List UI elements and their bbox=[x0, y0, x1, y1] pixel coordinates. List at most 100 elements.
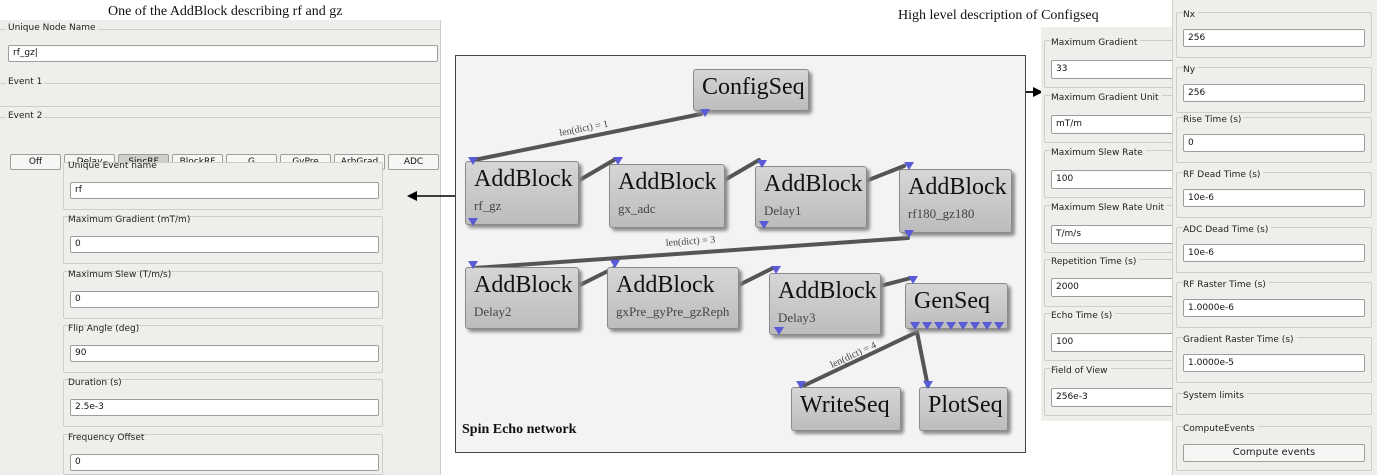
port-icon bbox=[934, 322, 944, 330]
port-icon bbox=[468, 157, 478, 165]
gradient-raster-time-label: Gradient Raster Time (s) bbox=[1183, 335, 1297, 345]
node-addblock-gx-adc[interactable]: AddBlock gx_adc bbox=[609, 164, 725, 228]
node-subtitle: rf_gz bbox=[474, 198, 502, 213]
max-gradient-config-label: Maximum Gradient bbox=[1051, 38, 1141, 48]
echo-time-label: Echo Time (s) bbox=[1051, 311, 1116, 321]
max-slew-group: Maximum Slew (T/m/s) 0 bbox=[63, 270, 383, 319]
system-limits-group: System limits bbox=[1176, 391, 1372, 415]
duration-group: Duration (s) 2.5e-3 bbox=[63, 378, 383, 427]
max-slew-rate-unit-group: Maximum Slew Rate Unit T/m/s bbox=[1044, 203, 1181, 253]
node-addblock-delay1[interactable]: AddBlock Delay1 bbox=[755, 166, 867, 228]
compute-events-button[interactable]: Compute events bbox=[1183, 444, 1365, 462]
field-of-view-input[interactable]: 256e-3 bbox=[1051, 388, 1181, 407]
node-subtitle: gx_adc bbox=[618, 201, 656, 216]
port-icon bbox=[771, 266, 781, 274]
rf-raster-time-input[interactable]: 1.0000e-6 bbox=[1183, 299, 1365, 317]
rise-time-label: Rise Time (s) bbox=[1183, 115, 1245, 125]
unique-event-name-input[interactable]: rf bbox=[70, 182, 379, 199]
node-subtitle: gxPre_gyPre_gzReph bbox=[616, 304, 730, 319]
event1-label: Event 1 bbox=[6, 77, 45, 87]
right-caption: High level description of Configseq bbox=[898, 8, 1099, 23]
port-icon bbox=[958, 322, 968, 330]
max-gradient-label: Maximum Gradient (mT/m) bbox=[68, 215, 191, 225]
max-slew-label: Maximum Slew (T/m/s) bbox=[68, 270, 172, 280]
node-title: AddBlock bbox=[616, 272, 715, 298]
port-icon bbox=[994, 322, 1004, 330]
port-icon bbox=[910, 322, 920, 330]
node-plotseq[interactable]: PlotSeq bbox=[919, 387, 1008, 431]
max-slew-rate-group: Maximum Slew Rate 100 bbox=[1044, 148, 1181, 198]
node-title: AddBlock bbox=[778, 278, 877, 304]
repetition-time-input[interactable]: 2000 bbox=[1051, 278, 1181, 297]
rf-raster-time-group: RF Raster Time (s) 1.0000e-6 bbox=[1176, 280, 1372, 328]
compute-events-label: ComputeEvents bbox=[1183, 424, 1258, 434]
node-configseq[interactable]: ConfigSeq bbox=[693, 69, 809, 111]
max-slew-rate-unit-input[interactable]: T/m/s bbox=[1051, 225, 1181, 244]
port-icon bbox=[757, 160, 767, 168]
nx-group: Nx 256 bbox=[1176, 10, 1372, 58]
port-icon bbox=[796, 381, 806, 389]
max-slew-rate-input[interactable]: 100 bbox=[1051, 170, 1181, 189]
echo-time-group: Echo Time (s) 100 bbox=[1044, 311, 1181, 361]
flip-angle-input[interactable]: 90 bbox=[70, 345, 379, 362]
node-writeseq[interactable]: WriteSeq bbox=[791, 387, 901, 431]
system-limits-label: System limits bbox=[1183, 391, 1247, 401]
port-icon bbox=[468, 261, 478, 269]
port-icon bbox=[774, 327, 784, 335]
node-title: AddBlock bbox=[618, 169, 717, 195]
port-icon bbox=[922, 322, 932, 330]
event-button-adc[interactable]: ADC bbox=[388, 154, 439, 170]
node-title: PlotSeq bbox=[928, 392, 1003, 418]
rf-dead-time-input[interactable]: 10e-6 bbox=[1183, 189, 1365, 207]
gradient-raster-time-input[interactable]: 1.0000e-5 bbox=[1183, 354, 1365, 372]
event-button-off[interactable]: Off bbox=[10, 154, 61, 170]
ny-input[interactable]: 256 bbox=[1183, 84, 1365, 102]
duration-label: Duration (s) bbox=[68, 378, 122, 388]
node-title: GenSeq bbox=[914, 288, 990, 314]
unique-node-name-input[interactable]: rf_gz| bbox=[8, 45, 438, 62]
node-title: AddBlock bbox=[474, 166, 573, 192]
max-slew-rate-label: Maximum Slew Rate bbox=[1051, 148, 1146, 158]
node-subtitle: Delay3 bbox=[778, 310, 816, 325]
duration-input[interactable]: 2.5e-3 bbox=[70, 399, 379, 416]
port-icon bbox=[970, 322, 980, 330]
node-addblock-rf-gz[interactable]: AddBlock rf_gz bbox=[465, 161, 579, 225]
rise-time-input[interactable]: 0 bbox=[1183, 134, 1365, 152]
port-icon bbox=[759, 221, 769, 229]
nx-input[interactable]: 256 bbox=[1183, 29, 1365, 47]
ny-label: Ny bbox=[1183, 65, 1199, 75]
nx-label: Nx bbox=[1183, 10, 1199, 20]
flip-angle-label: Flip Angle (deg) bbox=[68, 324, 140, 334]
max-slew-rate-unit-label: Maximum Slew Rate Unit bbox=[1051, 203, 1167, 213]
ny-group: Ny 256 bbox=[1176, 65, 1372, 113]
field-of-view-group: Field of View 256e-3 bbox=[1044, 366, 1181, 416]
frequency-offset-input[interactable]: 0 bbox=[70, 454, 379, 471]
node-title: AddBlock bbox=[474, 272, 573, 298]
port-icon bbox=[982, 322, 992, 330]
port-icon bbox=[946, 322, 956, 330]
adc-dead-time-input[interactable]: 10e-6 bbox=[1183, 244, 1365, 262]
max-gradient-unit-label: Maximum Gradient Unit bbox=[1051, 93, 1162, 103]
node-addblock-delay2[interactable]: AddBlock Delay2 bbox=[465, 267, 579, 329]
max-gradient-unit-group: Maximum Gradient Unit mT/m bbox=[1044, 93, 1181, 143]
max-slew-input[interactable]: 0 bbox=[70, 291, 379, 308]
node-genseq[interactable]: GenSeq bbox=[905, 283, 1008, 329]
frequency-offset-label: Frequency Offset bbox=[68, 433, 145, 443]
node-addblock-gxpre-gypre-gzreph[interactable]: AddBlock gxPre_gyPre_gzReph bbox=[607, 267, 739, 329]
network-label: Spin Echo network bbox=[462, 422, 577, 437]
max-gradient-config-input[interactable]: 33 bbox=[1051, 60, 1181, 79]
node-addblock-rf180-gz180[interactable]: AddBlock rf180_gz180 bbox=[899, 169, 1012, 233]
unique-event-name-label: Unique Event name bbox=[68, 161, 157, 171]
max-gradient-group: Maximum Gradient (mT/m) 0 bbox=[63, 215, 383, 264]
adc-dead-time-label: ADC Dead Time (s) bbox=[1183, 225, 1272, 235]
port-icon bbox=[904, 162, 914, 170]
node-addblock-delay3[interactable]: AddBlock Delay3 bbox=[769, 273, 881, 335]
event2-label: Event 2 bbox=[6, 111, 45, 121]
spin-echo-network-canvas[interactable]: len(dict) = 1 len(dict) = 3 len(dict) = … bbox=[455, 55, 1026, 453]
max-gradient-input[interactable]: 0 bbox=[70, 236, 379, 253]
echo-time-input[interactable]: 100 bbox=[1051, 333, 1181, 352]
port-icon bbox=[700, 109, 710, 117]
node-subtitle: Delay1 bbox=[764, 203, 802, 218]
repetition-time-group: Repetition Time (s) 2000 bbox=[1044, 257, 1181, 307]
max-gradient-unit-input[interactable]: mT/m bbox=[1051, 115, 1181, 134]
